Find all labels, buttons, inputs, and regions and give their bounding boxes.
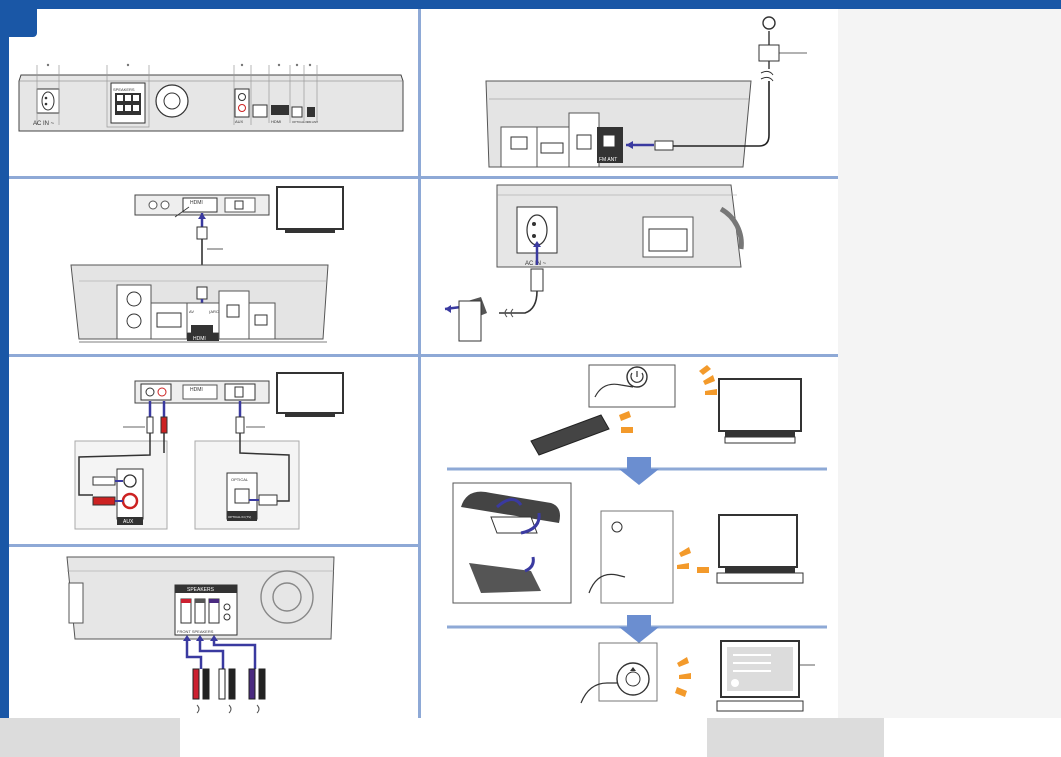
footer-right-tab (707, 718, 884, 757)
speaker-connection: SPEAKERS FRONT SPEAKERS (9, 547, 418, 718)
divider-right-1 (421, 176, 838, 179)
speakers-label: SPEAKERS (113, 87, 135, 92)
tv-hdmi-label: HDMI (190, 200, 203, 206)
fm-ant-label: FM ANT (307, 120, 318, 124)
unit-optical-label: OPTICAL (231, 477, 249, 482)
divider-right-2 (421, 354, 838, 357)
footer-left-tab (0, 718, 180, 757)
optical-label: OPTICAL IN (292, 120, 309, 124)
center-divider (418, 9, 421, 718)
unit-aux-label: AUX (123, 519, 134, 525)
unit-hdmi-label: HDMI (193, 336, 206, 342)
hdmi-tv-connection: HDMI AV (ARC) HDMI (9, 179, 418, 354)
right-sidebar (838, 9, 1061, 718)
ac-power-connection: AC IN ~ (421, 179, 838, 354)
tv-hdmi-label-2: HDMI (190, 387, 203, 393)
rear-panel-overview: AC IN ~ SPEAKERS AUX HDMI OPTICAL IN FM … (9, 9, 418, 176)
hdmi-arc-label: (ARC) (209, 309, 221, 314)
divider-left-3 (9, 544, 418, 547)
left-brand-stripe (0, 9, 9, 718)
unit-optical-in-label: OPTICAL IN (TV) (228, 515, 251, 519)
aux-optical-connection: HDMI AUX OPTICAL OPTICAL IN (TV) (9, 357, 418, 544)
top-brand-bar (0, 0, 1061, 9)
hdmi-label: HDMI (271, 119, 281, 124)
fm-antenna-connection: FM ANT (421, 9, 838, 176)
front-speakers-label: FRONT SPEAKERS (177, 629, 214, 634)
divider-left-2 (9, 354, 418, 357)
fm-ant-port-label: FM ANT (599, 157, 617, 163)
power-on-steps (421, 357, 838, 718)
divider-left-1 (9, 176, 418, 179)
hdmi-av-label: AV (189, 309, 194, 314)
speakers-terminal-label: SPEAKERS (187, 587, 215, 593)
step-marker (9, 9, 37, 37)
ac-in-label: AC IN ~ (33, 121, 55, 127)
aux-label: AUX (235, 119, 244, 124)
